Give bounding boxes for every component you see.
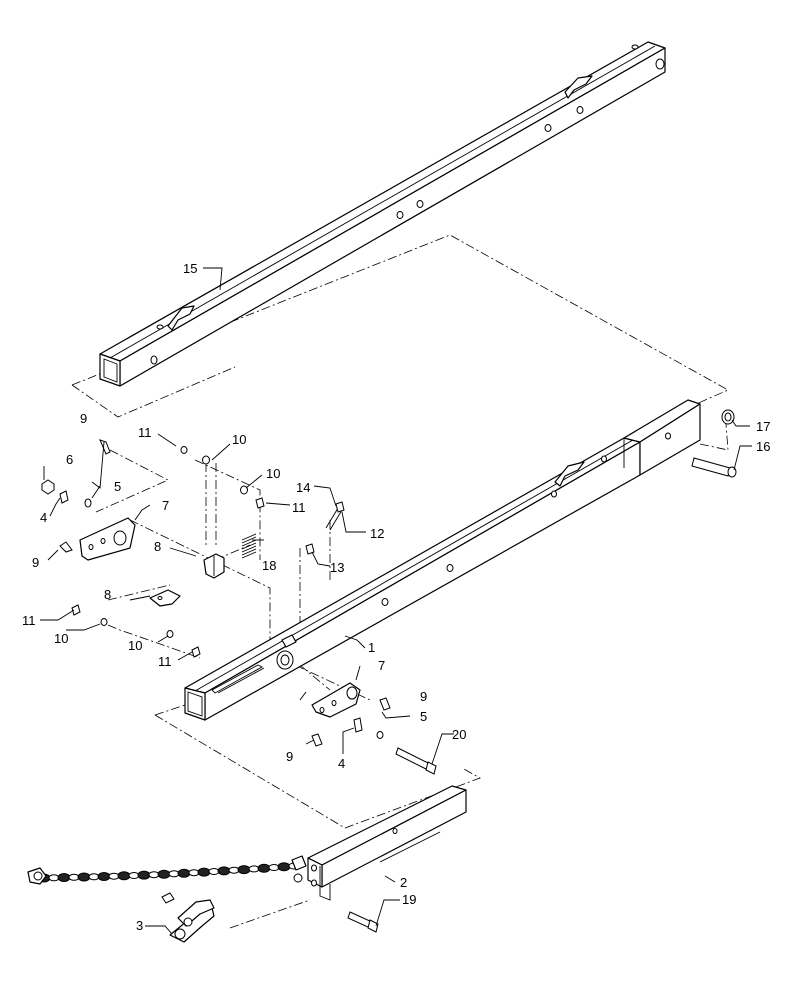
chain-link xyxy=(277,862,291,872)
bracket-part-8-upper xyxy=(203,553,225,579)
chain-link xyxy=(197,867,211,877)
callout-3: 3 xyxy=(136,918,143,933)
callout-11-b: 11 xyxy=(292,500,306,515)
bracket-part-8-lower xyxy=(149,589,181,607)
chain-link xyxy=(57,873,71,882)
callout-17: 17 xyxy=(756,419,770,434)
callout-11-a: 11 xyxy=(138,425,152,440)
upper-bar-part-15 xyxy=(99,41,666,387)
chain-link xyxy=(157,869,171,879)
chain-link xyxy=(137,870,151,880)
callout-1: 1 xyxy=(368,640,375,655)
callout-9-upper: 9 xyxy=(80,411,87,426)
callout-9-right-lower: 9 xyxy=(286,749,293,764)
callout-7-right: 7 xyxy=(378,658,385,673)
callout-7-left: 7 xyxy=(162,498,169,513)
extension-bar-part-2 xyxy=(307,785,467,901)
callout-13: 13 xyxy=(330,560,344,575)
callout-8-upper: 8 xyxy=(154,539,161,554)
callout-11-d: 11 xyxy=(158,654,172,669)
callout-9-right-upper: 9 xyxy=(420,689,427,704)
callout-2: 2 xyxy=(400,875,407,890)
callout-12: 12 xyxy=(370,526,384,541)
chain-link xyxy=(148,871,160,879)
callout-8-lower: 8 xyxy=(104,587,111,602)
chain-link xyxy=(257,863,271,873)
chain-link xyxy=(88,873,100,881)
callout-10-b: 10 xyxy=(266,466,280,481)
chain-link xyxy=(217,866,231,876)
chain-link xyxy=(208,868,220,875)
chain-link xyxy=(97,872,111,881)
chain-links xyxy=(37,862,300,883)
main-bar-part-1 xyxy=(184,399,701,721)
chain-link xyxy=(177,868,191,878)
callout-15: 15 xyxy=(183,261,197,276)
chain-link xyxy=(248,865,260,873)
callout-19: 19 xyxy=(402,892,416,907)
callout-4-left: 4 xyxy=(40,510,47,525)
chain-link xyxy=(117,871,131,881)
chain-link xyxy=(128,872,140,879)
callout-14: 14 xyxy=(296,480,310,495)
callout-labels: 15 1 2 3 4 4 5 5 6 7 7 8 8 9 9 9 9 10 10… xyxy=(22,261,770,933)
chain-link xyxy=(108,872,120,880)
callout-10-a: 10 xyxy=(232,432,246,447)
callout-9-left: 9 xyxy=(32,555,39,570)
chain-link xyxy=(228,866,240,874)
callout-18: 18 xyxy=(262,558,276,573)
clevis-hook-part-3 xyxy=(161,892,215,943)
chain-link xyxy=(48,874,60,882)
callout-5-right: 5 xyxy=(420,709,427,724)
chain-link xyxy=(168,870,180,878)
callout-16: 16 xyxy=(756,439,770,454)
plate-part-7-right xyxy=(311,682,361,718)
hardware-fasteners xyxy=(41,409,737,933)
callout-20: 20 xyxy=(452,727,466,742)
callout-5-left: 5 xyxy=(114,479,121,494)
callout-6: 6 xyxy=(66,452,73,467)
safety-chain xyxy=(27,855,307,885)
chain-link xyxy=(237,865,251,875)
plate-part-7-left xyxy=(79,517,136,561)
leader-lines xyxy=(40,267,752,935)
chain-link xyxy=(68,873,80,881)
callout-11-c: 11 xyxy=(22,613,36,628)
chain-link xyxy=(77,872,91,882)
chain-link xyxy=(188,869,200,877)
callout-10-c: 10 xyxy=(54,631,68,646)
callout-4-right: 4 xyxy=(338,756,345,771)
callout-10-d: 10 xyxy=(128,638,142,653)
chain-link xyxy=(268,864,280,871)
